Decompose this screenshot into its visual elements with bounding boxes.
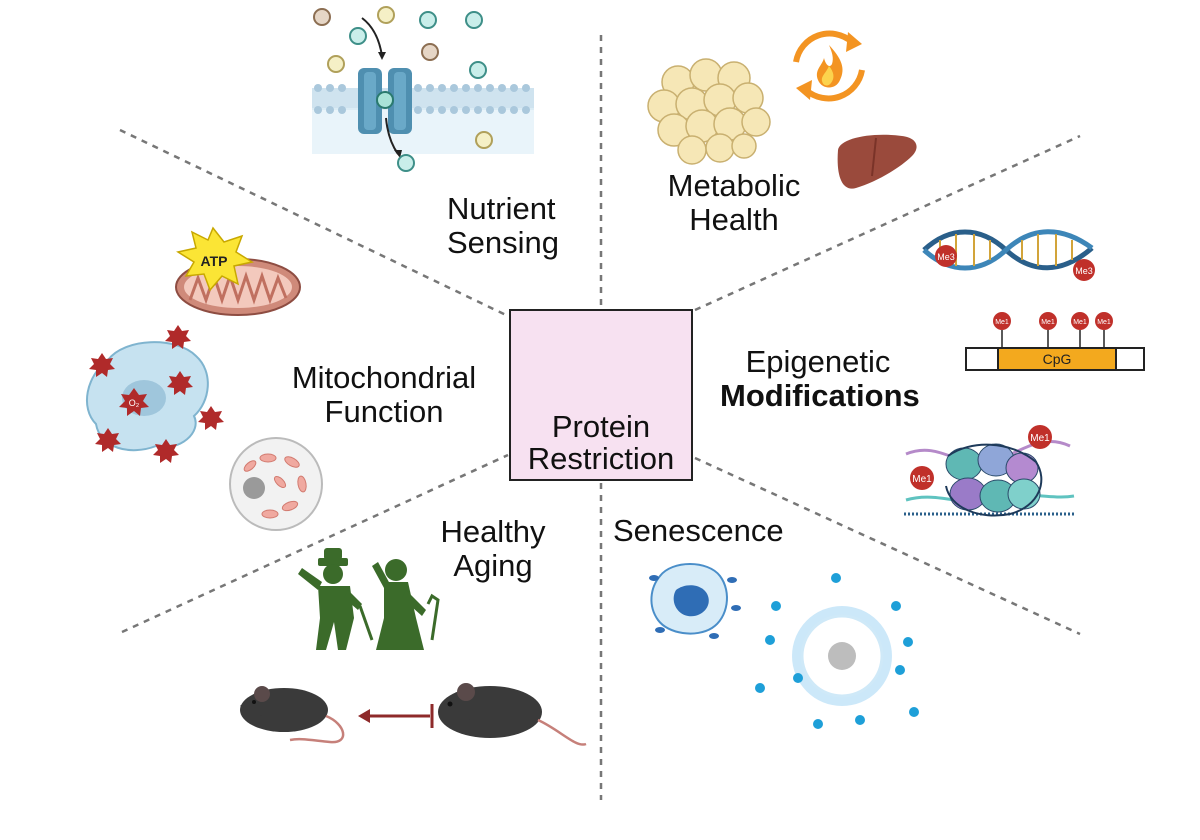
mouse-young-icon [240, 686, 345, 744]
me1-label: Me1 [1030, 433, 1050, 444]
inhibition-arrow-icon [358, 704, 434, 728]
liver-icon [837, 134, 917, 189]
label-epigenetic-modifications-line1: Epigenetic [745, 344, 891, 379]
center-title-line1: Protein [551, 409, 651, 444]
center-title-line2: Restriction [527, 441, 675, 476]
elderly-dancers-icon [298, 548, 440, 650]
me1-label: Me1 [995, 319, 1009, 326]
divider-lower-left [121, 453, 509, 634]
divider-upper-right [694, 134, 1081, 312]
label-mitochondrial-function-line1: Mitochondrial [291, 360, 477, 395]
o2-star-icon [119, 388, 149, 416]
mouse-old-icon [438, 683, 587, 746]
divider-lower-right [694, 456, 1081, 636]
o2-star-icon [165, 325, 191, 349]
label-mitochondrial-function-line2: Function [324, 394, 444, 429]
me1-label: Me1 [1073, 319, 1087, 326]
cpg-methylation-icon: CpG Me1 Me1 Me1 Me1 [965, 312, 1145, 371]
ros-o2-icons: O₂ [89, 325, 224, 463]
o2-label: O₂ [129, 398, 140, 408]
cpg-label: CpG [1043, 351, 1072, 367]
label-nutrient-sensing-line1: Nutrient [447, 191, 556, 226]
label-healthy-aging-line1: Healthy [440, 514, 546, 549]
mitochondria-cell-icon [229, 437, 323, 531]
glowing-cell-icon [755, 573, 919, 729]
o2-star-icon [95, 428, 121, 452]
label-healthy-aging-line2: Aging [453, 548, 533, 583]
metabolism-flame-icon [793, 30, 865, 102]
fat-cells-icon [647, 58, 771, 165]
label-epigenetic-modifications-line2: Modifications [720, 378, 920, 413]
center-title: Protein Restriction [511, 411, 691, 475]
senescent-cell-icon [649, 563, 741, 639]
o2-star-icon [153, 439, 179, 463]
o2-star-icon [167, 371, 193, 395]
nucleosome-icon: Me1 Me1 [904, 425, 1076, 517]
me3-label: Me3 [1075, 266, 1093, 276]
label-epigenetic-modifications: Epigenetic Modifications [720, 344, 920, 413]
label-senescence: Senescence [613, 514, 784, 548]
label-healthy-aging: Healthy Aging [434, 515, 552, 583]
o2-star-icon [198, 406, 224, 430]
label-mitochondrial-function: Mitochondrial Function [282, 361, 486, 429]
center-box: Protein Restriction [509, 309, 693, 481]
me1-label: Me1 [1097, 319, 1111, 326]
divider-lines [119, 35, 1081, 800]
dna-helix-icon: Me3 Me3 [922, 229, 1095, 281]
me1-label: Me1 [912, 474, 932, 485]
o2-star-icon [89, 353, 115, 377]
label-nutrient-sensing-line2: Sensing [447, 225, 560, 260]
label-metabolic-health-line2: Health [689, 202, 779, 237]
label-metabolic-health-line1: Metabolic [667, 168, 801, 203]
label-senescence-line1: Senescence [613, 513, 784, 548]
me1-label: Me1 [1041, 319, 1055, 326]
me3-label: Me3 [937, 252, 955, 262]
atp-burst-icon: ATP [176, 226, 254, 292]
label-metabolic-health: Metabolic Health [660, 169, 808, 237]
atp-label: ATP [201, 253, 228, 269]
label-nutrient-sensing: Nutrient Sensing [447, 192, 559, 260]
membrane-channel-icon [312, 6, 534, 172]
